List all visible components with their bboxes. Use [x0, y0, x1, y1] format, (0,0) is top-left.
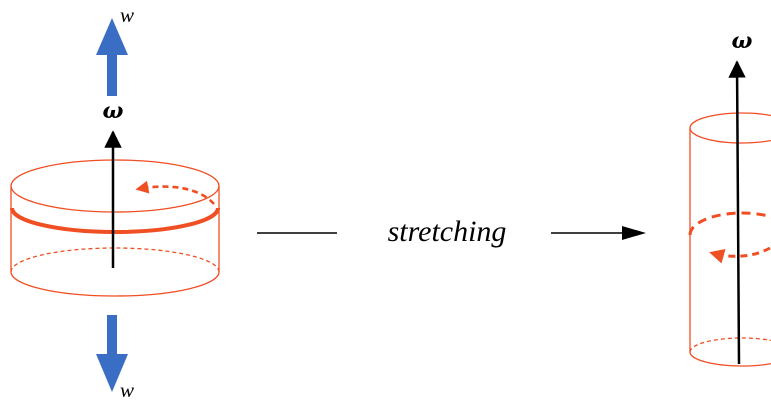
arrow-up-icon — [96, 18, 128, 96]
arrow-down-icon — [96, 315, 128, 392]
velocity-label-bottom: w — [120, 378, 134, 401]
vorticity-label-short: ω — [103, 98, 124, 124]
short-cylinder-bottom-back — [10, 247, 220, 273]
tall-cylinder-bottom-back — [689, 337, 771, 353]
short-cylinder — [10, 159, 220, 297]
short-circulation-front — [10, 207, 220, 234]
vorticity-label-tall: ω — [732, 28, 753, 54]
short-circulation-arrow — [135, 180, 215, 205]
process-label: stretching — [388, 215, 507, 248]
short-cylinder-top — [10, 159, 220, 213]
tall-cylinder-bottom-front — [689, 351, 771, 367]
arrow-right-icon — [551, 226, 646, 240]
tall-circulation-back — [688, 211, 771, 236]
velocity-label-top: w — [120, 3, 134, 27]
tall-cylinder-top — [689, 112, 771, 144]
tall-circulation-arrow — [709, 246, 771, 264]
vorticity-arrow-tall — [728, 60, 746, 365]
short-cylinder-bottom-front — [10, 271, 220, 297]
tall-cylinder — [688, 112, 771, 367]
